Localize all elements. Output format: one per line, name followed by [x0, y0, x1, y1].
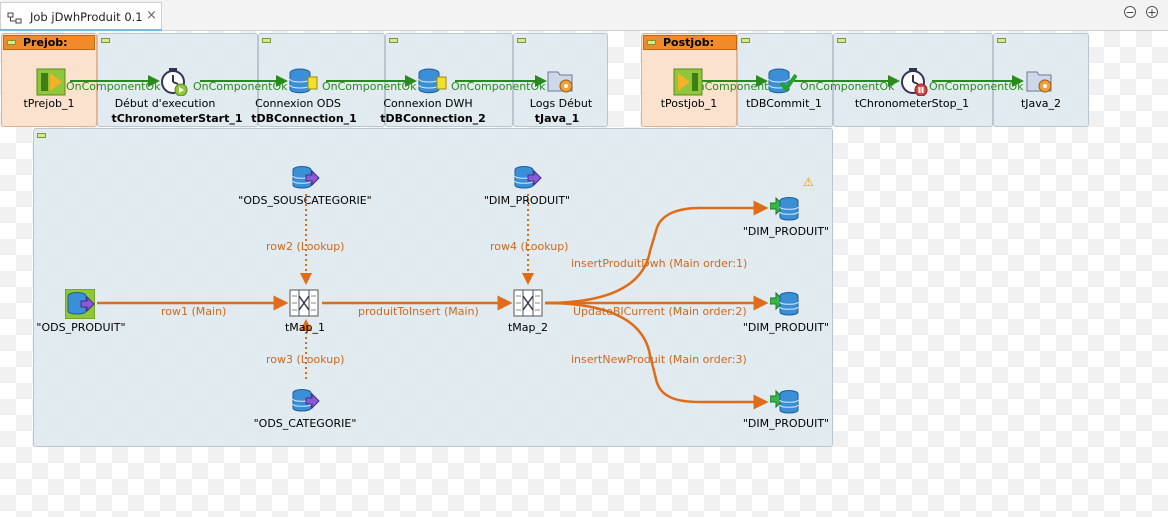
maximize-icon[interactable]: +: [1146, 6, 1158, 19]
flow-insert-dwh: [544, 200, 769, 305]
database-input-icon[interactable]: [512, 163, 542, 193]
database-connection-icon[interactable]: [417, 67, 447, 97]
trigger-label-6: OnComponentOk: [800, 80, 895, 93]
database-output-icon[interactable]: [770, 386, 800, 416]
dim-produit-lookup-label: "DIM_PRODUIT": [483, 194, 571, 207]
trigger-label-1: OnComponentOk: [66, 80, 161, 93]
flow-label-row3: row3 (Lookup): [266, 353, 345, 366]
chrono-start-desc: Début d'execution: [114, 97, 216, 110]
commit-label: tDBCommit_1: [746, 97, 822, 110]
postjob-label: Postjob:: [643, 35, 737, 50]
editor-tab-bar: Job jDwhProduit 0.1 × − +: [0, 0, 1168, 31]
job-tab[interactable]: Job jDwhProduit 0.1 ×: [0, 2, 162, 29]
chrono-start-name: tChronometerStart_1: [111, 112, 243, 125]
ods-categorie-label: "ODS_CATEGORIE": [253, 417, 357, 430]
main-subjob[interactable]: [33, 128, 833, 447]
trigger-label-5: OnComponentOk: [689, 80, 784, 93]
dim-produit-out2-label: "DIM_PRODUIT": [742, 321, 830, 334]
java2-label: tJava_2: [1020, 97, 1062, 110]
flow-label-row4: row4 (Lookup): [490, 240, 569, 253]
tpostjob-label: tPostjob_1: [660, 97, 718, 110]
ods-produit-label: "ODS_PRODUIT": [36, 321, 126, 334]
tmap-icon[interactable]: [513, 288, 543, 318]
tmap-icon[interactable]: [289, 288, 319, 318]
tab-title: Job jDwhProduit 0.1: [30, 10, 143, 24]
flow-label-update-current: UpdateBICurrent (Main order:2): [573, 305, 747, 318]
database-input-icon[interactable]: [65, 289, 95, 319]
chrono-stop-label: tChronometerStop_1: [854, 97, 970, 110]
conn-dwh-desc: Connexion DWH: [383, 97, 473, 110]
job-design-canvas[interactable]: Prejob: Postjob:: [0, 31, 1168, 517]
stopwatch-icon[interactable]: [158, 66, 188, 96]
stopwatch-stop-icon[interactable]: [898, 66, 928, 96]
close-icon[interactable]: ×: [146, 8, 157, 23]
flow-label-produit-to-insert: produitToInsert (Main): [358, 305, 479, 318]
flow-label-row2: row2 (Lookup): [266, 240, 345, 253]
tprejob-icon[interactable]: [36, 67, 66, 97]
dim-produit-out1-label: "DIM_PRODUIT": [742, 225, 830, 238]
trigger-label-7: OnComponentOk: [929, 80, 1024, 93]
database-input-icon[interactable]: [290, 386, 320, 416]
trigger-label-3: OnComponentOk: [322, 80, 417, 93]
database-output-icon[interactable]: [770, 193, 800, 223]
tmap1-label: tMap_1: [284, 321, 326, 334]
connection-lines: [70, 75, 1024, 410]
logs-desc: Logs Début: [529, 97, 593, 110]
database-commit-icon[interactable]: [767, 67, 797, 97]
database-output-icon[interactable]: [770, 288, 800, 318]
trigger-label-4: OnComponentOk: [451, 80, 546, 93]
flow-label-row1: row1 (Main): [161, 305, 227, 318]
conn-ods-name: tDBConnection_1: [251, 112, 357, 125]
dim-produit-out3-label: "DIM_PRODUIT": [742, 417, 830, 430]
tab-active-indicator: [0, 29, 162, 31]
database-connection-icon[interactable]: [288, 67, 318, 97]
java-icon[interactable]: [546, 67, 576, 97]
tmap2-label: tMap_2: [507, 321, 549, 334]
tprejob-label: tPrejob_1: [23, 97, 75, 110]
prejob-label: Prejob:: [3, 35, 95, 50]
job-icon: [7, 12, 22, 24]
trigger-label-2: OnComponentOk: [193, 80, 288, 93]
conn-dwh-name: tDBConnection_2: [380, 112, 486, 125]
conn-ods-desc: Connexion ODS: [255, 97, 341, 110]
java-icon[interactable]: [1025, 67, 1055, 97]
warning-icon[interactable]: ⚠: [803, 175, 814, 189]
logs-name: tJava_1: [534, 112, 580, 125]
tpostjob-icon[interactable]: [673, 67, 703, 97]
database-input-icon[interactable]: [290, 163, 320, 193]
flow-insert-new: [544, 301, 769, 410]
flow-label-insert-dwh: insertProduitDwh (Main order:1): [571, 257, 748, 270]
minimize-icon[interactable]: −: [1124, 6, 1136, 19]
ods-souscategorie-label: "ODS_SOUSCATEGORIE": [238, 194, 372, 207]
flow-label-insert-new: insertNewProduit (Main order:3): [571, 353, 747, 366]
